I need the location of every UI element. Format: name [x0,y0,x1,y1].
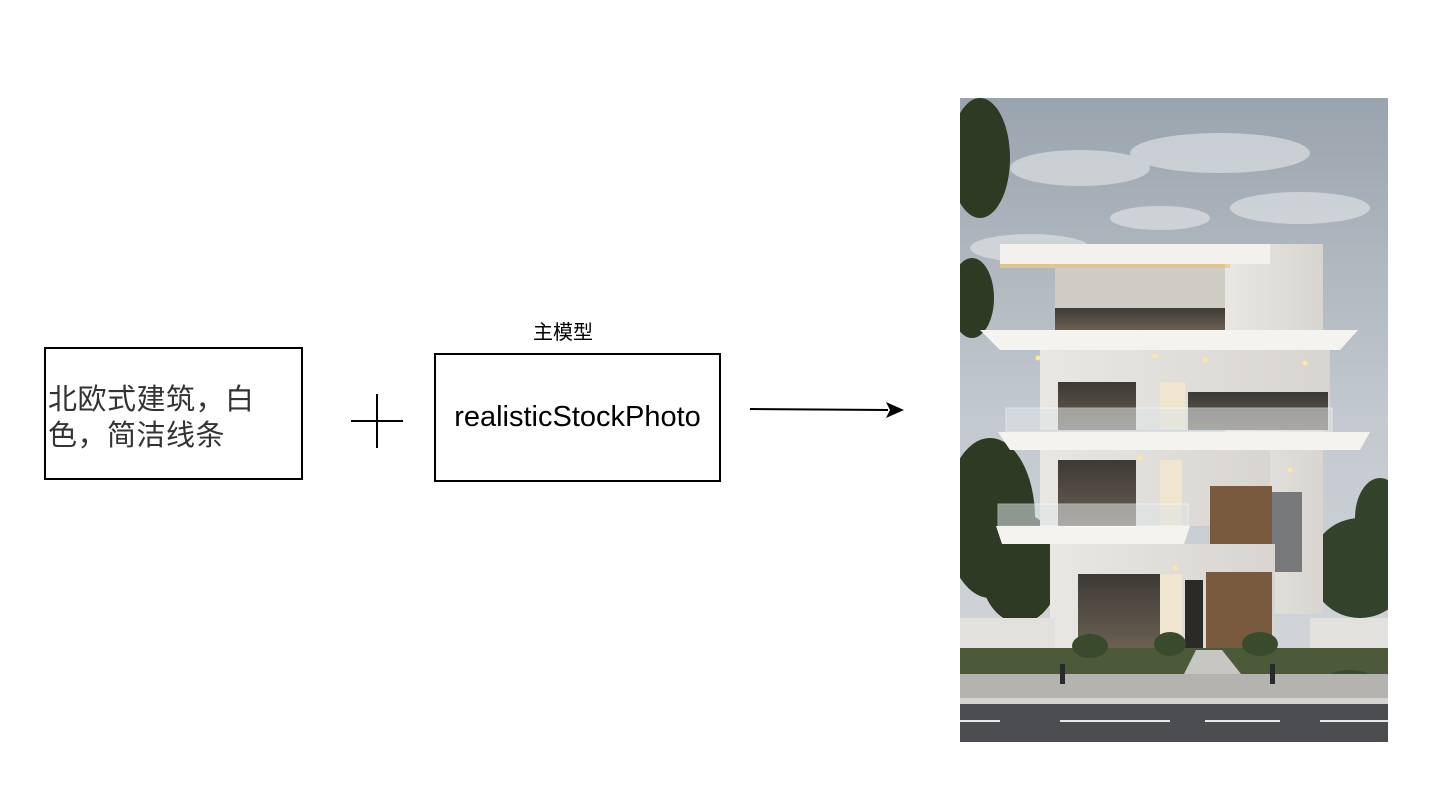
prompt-text: 北欧式建筑，白色，简洁线条 [48,382,255,452]
plus-icon [351,394,403,448]
model-name: realisticStockPhoto [454,401,701,433]
model-box: realisticStockPhoto [434,353,721,482]
prompt-box: 北欧式建筑，白色，简洁线条 [44,347,303,480]
model-caption: 主模型 [533,320,593,344]
output-image [960,98,1388,742]
arrow-right-icon [749,402,904,418]
